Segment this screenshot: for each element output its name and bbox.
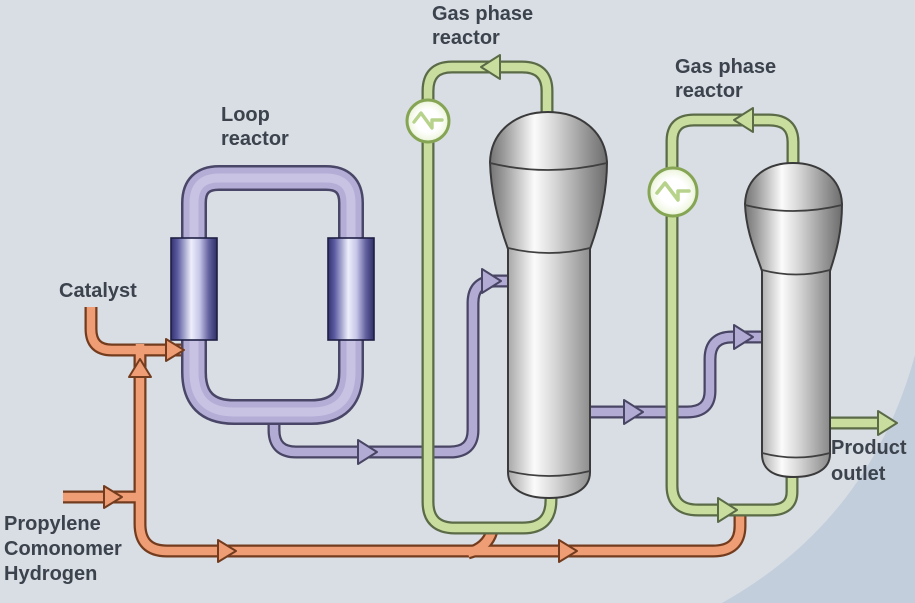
label-line: Propylene — [4, 513, 101, 535]
label-line: Hydrogen — [4, 563, 98, 585]
feed-flow-arrow — [558, 539, 578, 563]
loop-reactor-leg-left — [170, 237, 218, 341]
gas-flow-arrow — [717, 497, 738, 523]
label-catalyst: Catalyst — [59, 279, 137, 303]
loop-reactor-tube-highlight — [189, 173, 356, 417]
feed-flow-arrow — [217, 539, 237, 563]
gas-flow-arrow — [733, 107, 754, 133]
label-line: Product — [831, 437, 907, 459]
label-gas-phase-reactor-1: Gas phase reactor — [432, 2, 533, 50]
label-line: Gas phase — [432, 3, 534, 25]
label-feed-streams: Propylene Comonomer Hydrogen — [4, 512, 122, 587]
loop-reactor — [170, 165, 375, 425]
flow-arrows — [103, 54, 898, 563]
label-line: Catalyst — [59, 280, 137, 302]
gas-phase-reactor-vessel-2 — [743, 161, 844, 479]
slurry-lines-fill — [269, 276, 761, 457]
loop-reactor-leg-right — [327, 237, 375, 341]
slurry-flow-arrow — [357, 439, 378, 465]
gas-lines-fill — [423, 62, 886, 533]
label-line: reactor — [221, 128, 289, 150]
background-swoosh — [722, 355, 915, 603]
product-outlet-arrow — [877, 410, 898, 436]
heat-exchanger-icon — [647, 166, 699, 218]
label-line: reactor — [432, 27, 500, 49]
slurry-flow-arrow — [733, 324, 754, 350]
heat-exchanger-icon — [405, 98, 451, 144]
label-product-outlet: Product outlet — [831, 435, 907, 487]
label-line: reactor — [675, 80, 743, 102]
label-line: Loop — [221, 104, 270, 126]
catalyst-flow-arrow — [165, 338, 185, 362]
gas-phase-reactor-vessel-1 — [488, 110, 609, 500]
label-gas-phase-reactor-2: Gas phase reactor — [675, 55, 776, 103]
feed-lines-fill — [63, 307, 745, 558]
feed-lines-border — [63, 307, 747, 560]
label-loop-reactor: Loop reactor — [221, 103, 289, 151]
feed-flow-arrow-up — [128, 358, 152, 378]
label-line: Gas phase — [675, 56, 777, 78]
feed-flow-arrow — [103, 485, 123, 509]
slurry-flow-arrow — [481, 268, 502, 294]
slurry-flow-arrow — [623, 399, 644, 425]
gas-flow-arrow — [480, 54, 501, 80]
label-line: outlet — [831, 463, 886, 485]
label-line: Comonomer — [4, 538, 122, 560]
